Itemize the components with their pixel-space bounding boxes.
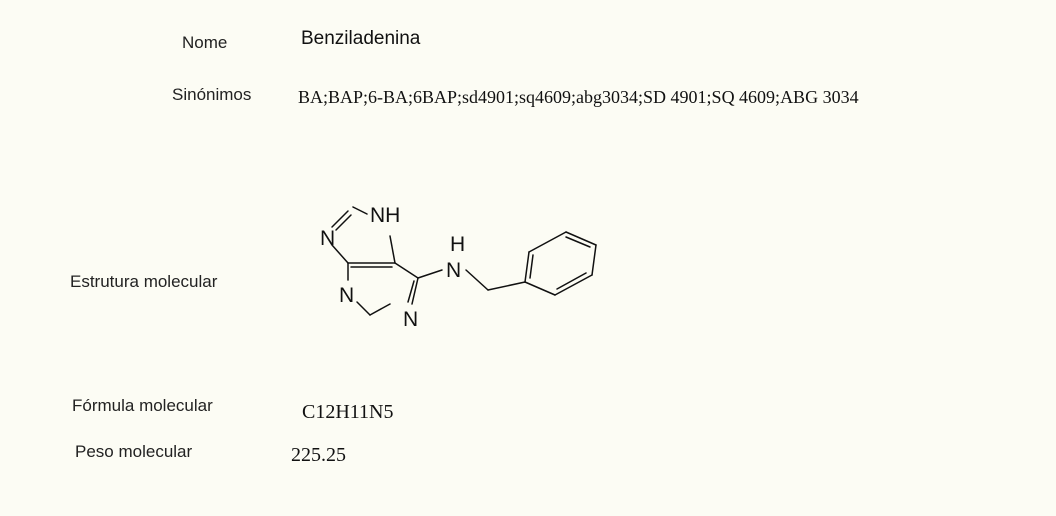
weight-value: 225.25 xyxy=(291,444,346,466)
structure-label: Estrutura molecular xyxy=(70,272,218,291)
formula-label: Fórmula molecular xyxy=(72,396,213,415)
weight-label: Peso molecular xyxy=(75,442,193,461)
name-label: Nome xyxy=(182,33,228,52)
atom-n-amine: N xyxy=(446,259,461,282)
name-value: Benziladenina xyxy=(301,28,421,49)
atom-nh-top: NH xyxy=(370,204,400,227)
molecular-structure-diagram: NH N H N N N xyxy=(320,204,597,331)
atom-n-top-left: N xyxy=(320,227,335,250)
atom-n-bottom-left: N xyxy=(339,284,354,307)
formula-value: C12H11N5 xyxy=(302,401,394,423)
synonyms-value: BA;BAP;6-BA;6BAP;sd4901;sq4609;abg3034;S… xyxy=(298,87,859,107)
synonyms-label: Sinónimos xyxy=(172,85,252,104)
atom-n-bottom-right: N xyxy=(403,308,418,331)
atom-h-amine: H xyxy=(450,233,465,256)
